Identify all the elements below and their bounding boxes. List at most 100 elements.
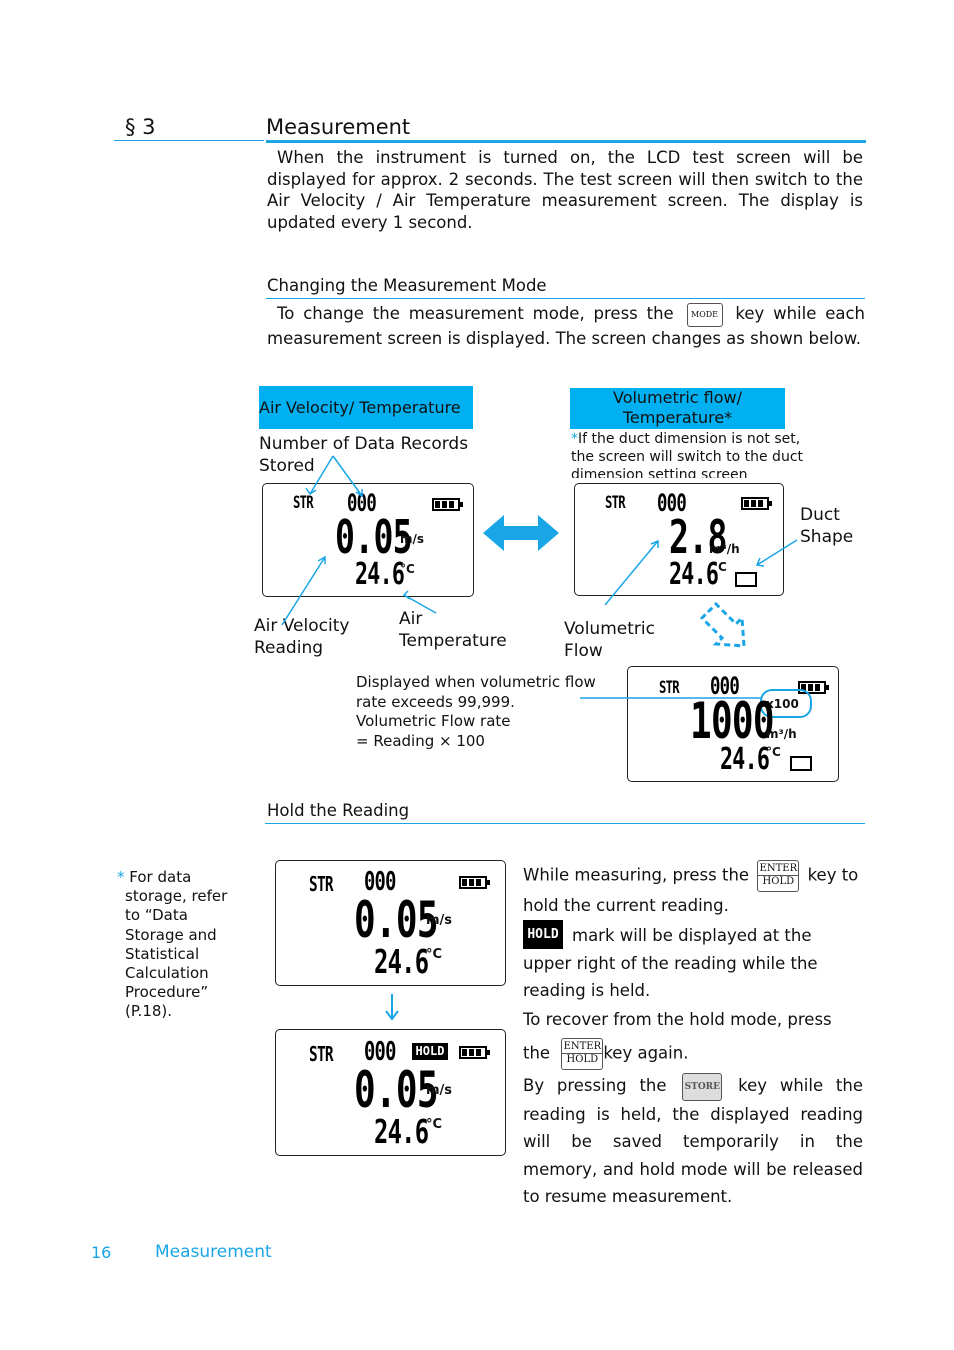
lcd-flow-unit: m³/h bbox=[766, 727, 797, 741]
store-key-icon: STORE bbox=[682, 1072, 723, 1101]
overflow-note-line: Volumetric Flow rate bbox=[356, 712, 511, 730]
side-note-line: (P.18). bbox=[125, 1002, 173, 1021]
duct-note: *If the duct dimension is not set, the s… bbox=[571, 430, 806, 478]
lcd-str: STR bbox=[293, 493, 314, 513]
dashed-arrow-icon bbox=[700, 601, 746, 648]
lcd-hold: STR 000 HOLD 0.05 m/s 24.6 °C bbox=[275, 1029, 506, 1156]
lcd-records: 000 bbox=[364, 1037, 396, 1067]
hold-p3: To recover from the hold mode, press the… bbox=[523, 1006, 864, 1070]
side-note-line: to “Data bbox=[125, 906, 188, 925]
lcd-air-velocity: STR 000 0.05 m/s 24.6 °C bbox=[262, 483, 474, 597]
down-arrow-icon bbox=[385, 994, 399, 1021]
multiplier-highlight bbox=[760, 689, 812, 718]
lcd-volumetric-flow: STR 000 2.8 m³/h 24.6 °C bbox=[574, 483, 784, 596]
hold-p4: By pressing the STORE key while the read… bbox=[523, 1072, 863, 1211]
side-note-line: Storage and bbox=[125, 925, 217, 944]
hold-p3-line: To recover from the hold mode, press bbox=[523, 1010, 832, 1029]
lcd-temp-unit: °C bbox=[712, 560, 727, 574]
lcd-str: STR bbox=[309, 1042, 334, 1066]
label-air-velocity: Air Velocity Reading bbox=[254, 616, 350, 658]
overflow-note: Displayed when volumetric flow rate exce… bbox=[356, 673, 596, 751]
hold-p3-line2: the ENTER HOLD key again. bbox=[523, 1037, 864, 1070]
lcd-hold-badge: HOLD bbox=[412, 1043, 448, 1060]
mode-text-before: To change the measurement mode, press th… bbox=[277, 304, 674, 323]
lcd-temperature: 24.6 bbox=[374, 942, 429, 981]
lcd-velocity-unit: m/s bbox=[426, 913, 453, 928]
key-enter-label: ENTER bbox=[562, 1040, 603, 1054]
overflow-note-line: rate exceeds 99,999. bbox=[356, 692, 515, 711]
section-number: § 3 bbox=[125, 115, 156, 139]
lcd-temp-unit: °C bbox=[426, 947, 443, 962]
key-hold-label: HOLD bbox=[566, 1053, 599, 1065]
lcd-temperature: 24.6 bbox=[720, 742, 770, 777]
hold-p1-before: While measuring, press the bbox=[523, 865, 750, 885]
lcd-str: STR bbox=[659, 678, 680, 698]
hold-side-note: * For data storage, refer to “Data Stora… bbox=[117, 868, 227, 1022]
label-duct-shape: Duct Shape bbox=[800, 504, 870, 548]
duct-shape-icon bbox=[790, 756, 812, 771]
lcd-flow: 2.8 bbox=[669, 510, 727, 564]
lcd-multiplier: x100 bbox=[766, 697, 799, 711]
label-air-temperature: Air Temperature bbox=[399, 609, 507, 651]
double-arrow-icon bbox=[483, 515, 559, 551]
box-volumetric-flow-temp: Volumetric flow/ Temperature* bbox=[570, 388, 785, 429]
hold-p3-the: the bbox=[523, 1043, 551, 1062]
hold-p1-after: key to hold the current reading. bbox=[523, 865, 859, 916]
lcd-temperature: 24.6 bbox=[355, 557, 405, 592]
mode-heading: Changing the Measurement Mode bbox=[267, 276, 547, 295]
lcd-big-flow: 1000 bbox=[690, 692, 775, 750]
lcd-velocity: 0.05 bbox=[354, 891, 439, 949]
battery-icon bbox=[432, 498, 463, 511]
side-note-line: Calculation bbox=[125, 964, 209, 983]
side-note-line: For data bbox=[129, 868, 192, 886]
overflow-note-line: Displayed when volumetric flow bbox=[356, 673, 596, 691]
lcd-temp-unit: °C bbox=[766, 745, 781, 759]
battery-icon bbox=[741, 497, 772, 510]
lcd-flow-unit: m³/h bbox=[709, 542, 740, 556]
mode-key-icon: MODE bbox=[686, 302, 723, 327]
label-records: Number of Data Records Stored bbox=[259, 434, 469, 476]
lcd-temp-unit: °C bbox=[426, 1117, 443, 1132]
footer-title: Measurement bbox=[155, 1242, 272, 1262]
mode-text-after: key while each measurement screen is dis… bbox=[267, 304, 866, 348]
lcd-velocity-unit: m/s bbox=[426, 1083, 453, 1098]
lcd-velocity: 0.05 bbox=[335, 510, 413, 564]
duct-shape-icon bbox=[735, 572, 757, 587]
section-rule bbox=[266, 140, 866, 143]
key-enter-label: ENTER bbox=[758, 863, 799, 876]
hold-p4-before: By pressing the bbox=[523, 1076, 667, 1095]
battery-icon bbox=[798, 681, 829, 694]
label-volumetric-flow: Volumetric Flow bbox=[564, 619, 655, 661]
lcd-records: 000 bbox=[657, 489, 687, 517]
side-note-line: Procedure” bbox=[125, 983, 209, 1002]
section-title: Measurement bbox=[266, 115, 411, 139]
intro-paragraph: When the instrument is turned on, the LC… bbox=[267, 148, 863, 232]
section-rule-left bbox=[114, 140, 264, 141]
lcd-str: STR bbox=[605, 493, 626, 513]
battery-icon bbox=[459, 1046, 490, 1059]
lcd-velocity-unit: m/s bbox=[400, 532, 425, 546]
hold-heading: Hold the Reading bbox=[267, 801, 410, 820]
side-note-line: storage, refer bbox=[125, 887, 228, 906]
lcd-measuring: STR 000 0.05 m/s 24.6 °C bbox=[275, 860, 506, 986]
hold-p1: While measuring, press the ENTER HOLD ke… bbox=[523, 860, 864, 920]
battery-icon bbox=[459, 876, 490, 889]
hold-p4-after: key while the reading is held, the displ… bbox=[523, 1076, 863, 1206]
mode-paragraph: To change the measurement mode, press th… bbox=[267, 302, 865, 351]
key-hold-label: HOLD bbox=[762, 876, 795, 887]
hold-p3-after: key again. bbox=[603, 1043, 689, 1062]
duct-note-text: If the duct dimension is not set, the sc… bbox=[571, 431, 804, 478]
lcd-temp-unit: °C bbox=[400, 562, 415, 576]
lcd-str: STR bbox=[309, 872, 334, 896]
duct-note-star: * bbox=[571, 431, 578, 447]
enter-hold-key-icon: ENTER HOLD bbox=[757, 860, 800, 892]
label-duct-shape-text: Duct Shape bbox=[800, 505, 854, 547]
side-note-line: Statistical bbox=[125, 944, 200, 963]
mode-heading-rule bbox=[266, 298, 865, 299]
lcd-overflow: STR 000 x100 1000 m³/h 24.6 °C bbox=[627, 666, 839, 782]
enter-hold-key-icon: ENTER HOLD bbox=[561, 1037, 604, 1070]
lcd-temperature: 24.6 bbox=[669, 557, 719, 592]
box-air-velocity-temp: Air Velocity/ Temperature bbox=[259, 386, 473, 429]
overflow-note-line: = Reading × 100 bbox=[356, 731, 485, 750]
